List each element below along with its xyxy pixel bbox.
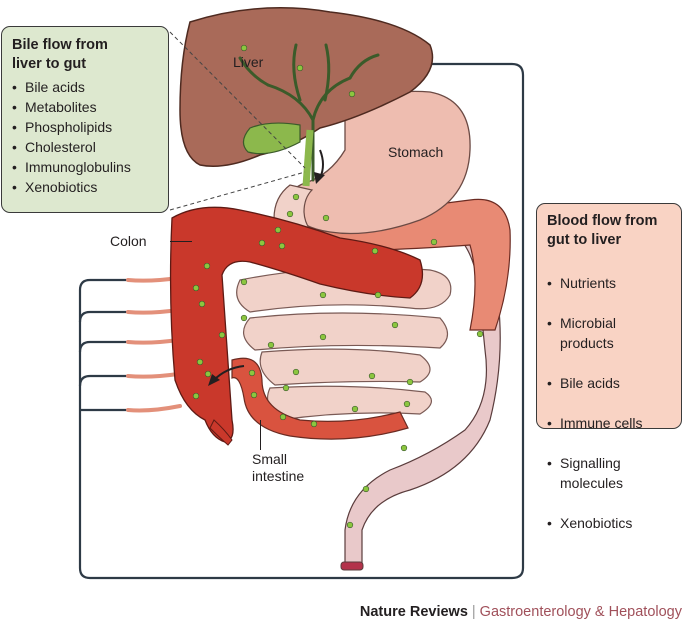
- gallbladder: [242, 122, 301, 155]
- blood-flow-title: Blood flow from gut to liver: [547, 213, 658, 248]
- microbe-dots: [192, 44, 484, 529]
- descending-colon: [340, 227, 501, 571]
- list-item: Bile acids: [547, 373, 671, 393]
- stomach: [288, 90, 471, 235]
- bile-ducts: [238, 43, 380, 182]
- colon-label: Colon: [110, 233, 147, 249]
- blood-flow-circuit: [78, 62, 525, 580]
- colon-flow-arrowhead-icon: [208, 374, 220, 386]
- list-item: Immune cells: [547, 413, 671, 433]
- footer-separator: |: [471, 604, 476, 620]
- list-item: Signalling molecules: [547, 453, 671, 493]
- bile-duct-common: [302, 129, 314, 187]
- colon-leader-line: [170, 241, 192, 243]
- bile-flow-arrowhead-icon: [314, 172, 325, 184]
- list-item: Cholesterol: [12, 137, 158, 157]
- list-item: Microbial products: [547, 313, 671, 353]
- appendix: [209, 419, 233, 446]
- list-item: Metabolites: [12, 97, 158, 117]
- blood-flow-list: Nutrients Microbial products Bile acids …: [547, 253, 671, 553]
- small-intestine-leader-line: [260, 420, 262, 450]
- blood-flow-panel: Blood flow from gut to liver Nutrients M…: [536, 203, 682, 533]
- footer-brand: Nature Reviews: [359, 604, 468, 620]
- callout-dashed-lines: [169, 31, 306, 211]
- colon: [169, 206, 424, 443]
- bile-flow-panel: Bile flow from liver to gut Bile acids M…: [1, 26, 169, 213]
- list-item: Xenobiotics: [12, 177, 158, 197]
- list-item: Nutrients: [547, 273, 671, 293]
- small-intestine-label: Small intestine: [252, 451, 305, 484]
- bile-flow-list: Bile acids Metabolites Phospholipids Cho…: [12, 77, 158, 197]
- list-item: Xenobiotics: [547, 513, 671, 533]
- list-item: Phospholipids: [12, 117, 158, 137]
- ileum: [231, 357, 409, 440]
- list-item: Immunoglobulins: [12, 157, 158, 177]
- footer-journal: Gastroenterology & Hepatology: [479, 604, 682, 620]
- liver-label: Liver: [233, 54, 264, 70]
- stomach-label: Stomach: [388, 144, 444, 160]
- bile-flow-title: Bile flow from liver to gut: [12, 37, 108, 72]
- list-item: Bile acids: [12, 77, 158, 97]
- journal-footer: Nature Reviews|Gastroenterology & Hepato…: [360, 604, 682, 620]
